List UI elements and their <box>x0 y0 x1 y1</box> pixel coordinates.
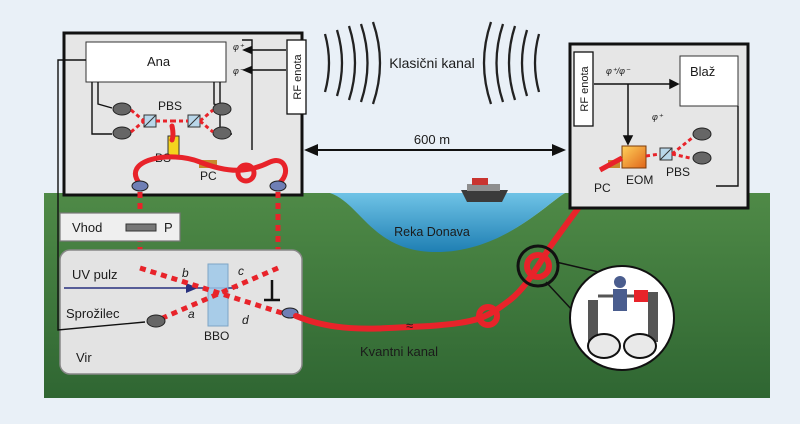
tunnel-inset <box>516 244 675 371</box>
rf-unit-left <box>286 39 307 115</box>
mirror-icon <box>264 280 280 302</box>
ana-fiber <box>133 123 289 187</box>
uv-pulse-label: UV pulz <box>72 267 118 282</box>
radio-waves <box>323 21 541 105</box>
pbs-right-label: PBS <box>666 165 690 179</box>
blaz-detectors <box>692 127 712 165</box>
danube-river <box>330 193 565 253</box>
rf-left-label: RF enota <box>292 53 304 99</box>
bbo-label: BBO <box>204 329 229 343</box>
ana-signal-arrows <box>242 45 286 75</box>
distance-arrow <box>304 144 566 156</box>
blaz-beams <box>645 136 693 160</box>
ana-phi-minus: φ⁻ <box>233 66 245 76</box>
classical-channel-label: Klasični kanal <box>389 55 475 71</box>
quantum-channel-fiber <box>293 161 615 332</box>
path-c-label: c <box>238 264 244 278</box>
boat-icon <box>461 178 508 202</box>
ana-label: Ana <box>147 54 171 69</box>
source-label: Vir <box>76 350 92 365</box>
quantum-channel-label: Kvantni kanal <box>360 344 438 359</box>
trigger-detector <box>146 314 166 328</box>
blaz-fiber <box>598 155 624 173</box>
path-d-label: d <box>242 313 249 327</box>
trigger-label: Sprožilec <box>66 306 120 321</box>
blaz-computer <box>679 55 739 107</box>
pbs-left-label: PBS <box>158 99 182 113</box>
ana-detectors <box>112 102 232 140</box>
path-b-label: b <box>182 266 189 280</box>
ana-computer <box>85 41 227 83</box>
ana-phi-plus: φ⁺ <box>233 42 245 52</box>
entangled-paths <box>139 265 283 323</box>
source-box <box>59 249 303 375</box>
blaz-signal-arrow <box>594 78 680 146</box>
ana-collimators <box>131 180 287 192</box>
polarizer <box>125 223 157 232</box>
blaz-wiring <box>716 106 739 187</box>
trigger-wiring <box>57 59 146 331</box>
fiber-break-mark: ≈ <box>406 318 413 333</box>
ana-beams <box>130 108 214 134</box>
path-a-label: a <box>188 307 195 321</box>
eom-phi-plus: φ⁺ <box>652 112 664 122</box>
input-box <box>59 212 181 242</box>
blaz-phi-pm: φ⁺/φ⁻ <box>606 66 631 76</box>
distance-label: 600 m <box>414 132 450 147</box>
blaz-label: Blaž <box>690 64 715 79</box>
pbs-right-diagonal <box>659 147 673 161</box>
ana-pbs-cubes <box>143 114 201 128</box>
rf-unit-right <box>573 51 594 127</box>
eom-label: EOM <box>626 173 653 187</box>
pc-right-label: PC <box>594 181 611 195</box>
p-label: P <box>164 220 173 235</box>
rf-right-label: RF enota <box>579 65 591 111</box>
pc-left-label: PC <box>200 169 217 183</box>
river-label: Reka Donava <box>394 225 470 239</box>
eom-modulator <box>621 145 647 169</box>
vhod-label: Vhod <box>72 220 102 235</box>
